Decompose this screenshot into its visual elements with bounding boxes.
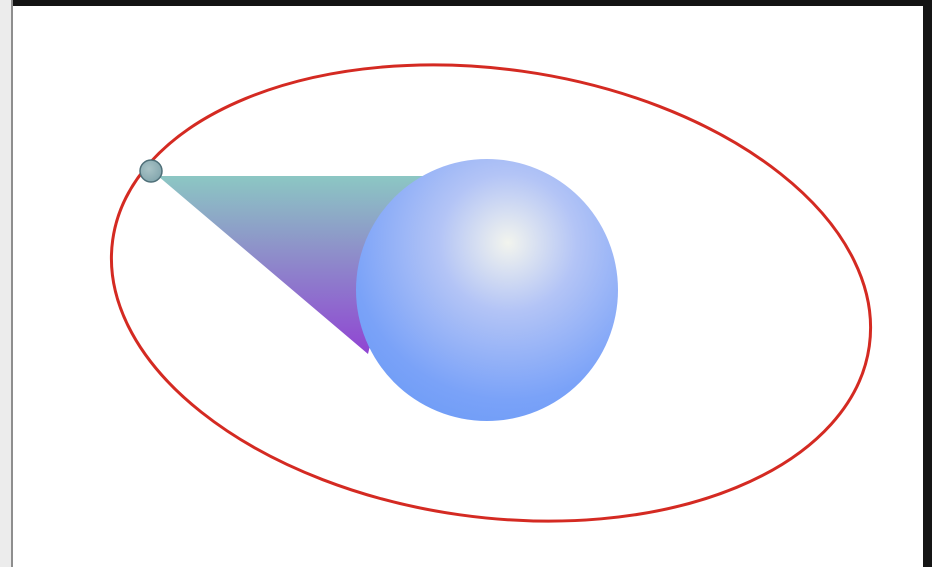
planet-sphere [356, 159, 618, 421]
satellite-dot [140, 160, 162, 182]
